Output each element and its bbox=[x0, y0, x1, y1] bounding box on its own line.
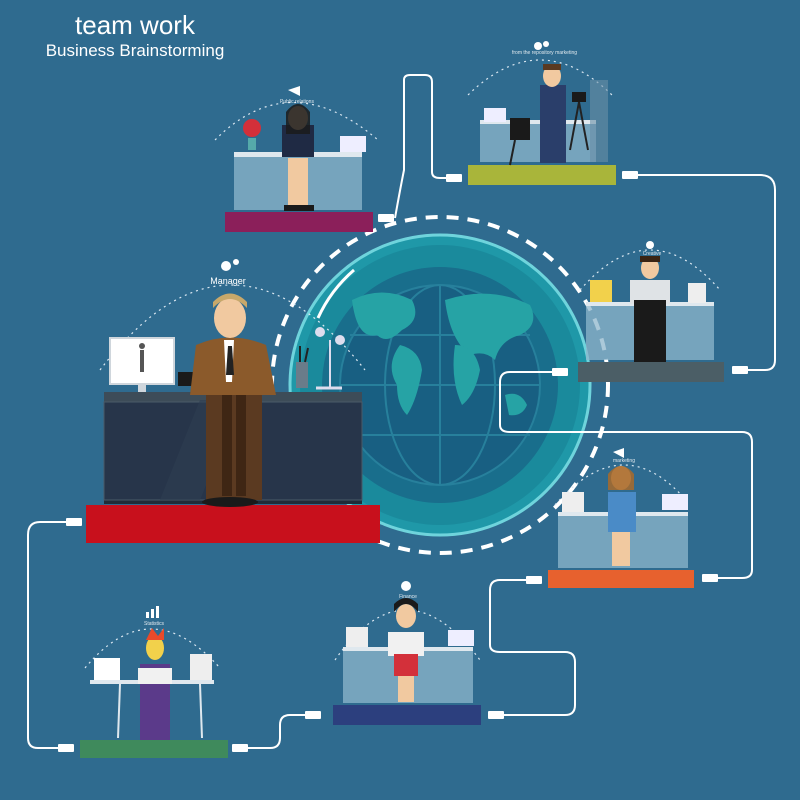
office-5 bbox=[343, 598, 474, 703]
platforms bbox=[80, 165, 724, 758]
manager-workstation bbox=[103, 293, 363, 507]
office-3 bbox=[586, 256, 714, 362]
globe bbox=[270, 215, 610, 555]
office-4 bbox=[558, 466, 688, 568]
gear-icon bbox=[221, 259, 239, 271]
megaphone-icon bbox=[613, 448, 624, 458]
chart-icon bbox=[146, 606, 159, 618]
page-subtitle: Business Brainstorming bbox=[45, 41, 225, 60]
station-6-label: Statistics bbox=[143, 621, 164, 627]
usb-connectors bbox=[58, 171, 748, 752]
megaphone-icon bbox=[288, 86, 300, 96]
header: team work Business Brainstorming bbox=[0, 10, 270, 62]
manager-label: Manager bbox=[210, 276, 246, 286]
page-title: team work bbox=[75, 10, 195, 40]
office-2 bbox=[480, 64, 608, 166]
lightbulb-icon bbox=[646, 241, 654, 249]
dollar-icon bbox=[401, 581, 411, 591]
station-2-label: from the repository marketing bbox=[512, 50, 578, 56]
office-1 bbox=[234, 104, 366, 211]
station-4-label: marketing bbox=[613, 458, 635, 464]
station-3-label: Creative bbox=[642, 251, 662, 257]
office-6 bbox=[90, 628, 214, 740]
station-5-label: Finance bbox=[399, 594, 417, 600]
gear-icon bbox=[534, 41, 549, 50]
station-1-label: Public relations bbox=[280, 99, 314, 105]
station-icons bbox=[146, 41, 654, 618]
cables bbox=[27, 74, 776, 749]
